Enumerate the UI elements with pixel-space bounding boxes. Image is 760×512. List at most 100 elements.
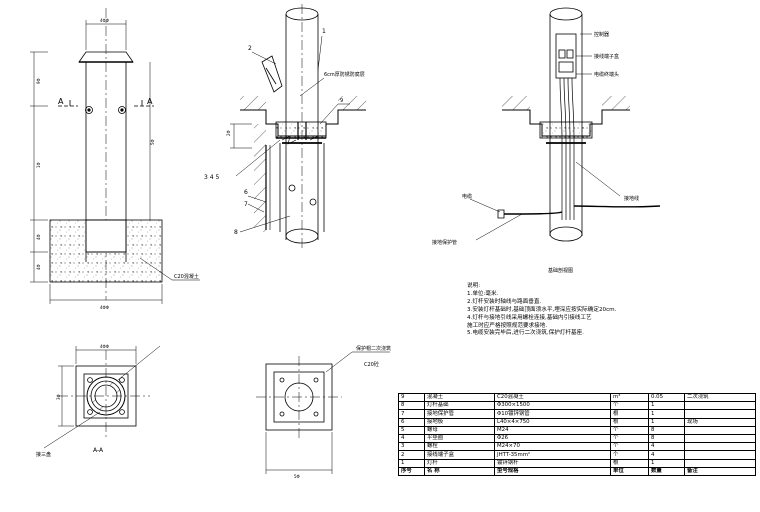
cell-remark	[684, 442, 756, 452]
concrete-label: C20混凝土	[174, 273, 199, 280]
section-mark-left: A	[58, 97, 64, 106]
dim-top-width: 4ΦΦ	[100, 18, 109, 23]
note-item: 1.单位:毫米.	[467, 290, 499, 297]
cell-unit: 个	[610, 433, 649, 444]
cell-no: 1	[398, 458, 425, 468]
cell-remark	[684, 450, 756, 460]
cap-dim-bottom: 5Φ	[294, 474, 300, 479]
plan-dim-top: 4ΦΦ	[100, 344, 109, 349]
cable-section-view	[469, 7, 661, 242]
cell-remark	[684, 401, 756, 411]
notes-title: 说明:	[467, 283, 481, 289]
cell-qty: 0.05	[648, 392, 685, 403]
cell-unit: 个	[610, 401, 649, 411]
cell-no: 2	[398, 450, 425, 460]
section-mark-right: A	[147, 97, 153, 106]
cell-spec: JHTT-35mm²	[494, 450, 611, 460]
callout-345: 3 4 5	[204, 174, 219, 181]
cell-unit: 个	[610, 450, 649, 460]
pole-elevation-text: 4ΦΦ 9Φ 1Φ 4Φ 4Φ 4ΦΦ 5Φ A A C20混凝土	[36, 18, 199, 310]
cell-unit: 个	[610, 425, 649, 435]
callout-1: 1	[322, 28, 326, 35]
plan-view-aa-text: 4ΦΦ 3Φ 接三盘 A-A	[36, 344, 109, 458]
bolt-hole-left	[85, 106, 93, 114]
foundation-section-view	[230, 4, 366, 250]
cable-section-text: 控制器 接线端子盒 电缆终端头 电缆 接地线 接地保护管 基础剖视图	[432, 31, 639, 274]
label-cable-end: 电缆终端头	[594, 71, 619, 78]
header-name: 名 称	[424, 466, 495, 476]
header-qty: 数量	[648, 466, 685, 476]
label-cable: 电缆	[462, 193, 472, 200]
cap-label-2: C20砼	[364, 361, 379, 368]
cap-plan-view-text: 保护帽二次浇筑 C20砼 5Φ	[294, 345, 391, 479]
top-note: 6cm厚防锈防腐层	[324, 71, 365, 78]
label-protection-pipe: 接地保护管	[432, 239, 457, 246]
cell-qty: 8	[648, 425, 685, 435]
note-item: 5.电缆安装完毕后,进行二次浇筑,保护灯杆基座.	[467, 330, 584, 337]
note-item: 3.安装灯杆基础时,基础顶面须水平,埋深应按实际确定20cm.	[467, 306, 617, 313]
callout-7: 7	[244, 201, 248, 208]
cell-unit: 根	[610, 409, 649, 419]
table-header-row: 序号名 称型号规格单位数量备注	[398, 466, 756, 476]
cap-plan-view	[256, 351, 390, 474]
cell-qty: 1	[648, 458, 685, 468]
cell-remark	[684, 425, 756, 435]
cell-remark	[684, 458, 756, 468]
header-unit: 单位	[610, 466, 649, 476]
cell-qty: 8	[648, 433, 685, 444]
cell-no: 8	[398, 401, 425, 411]
cell-name: 混凝土	[424, 392, 495, 403]
dim-4: 4Φ	[36, 264, 41, 270]
dim-bottom-width: 4ΦΦ	[100, 305, 109, 310]
bolt-hole-right	[118, 106, 126, 114]
cell-remark: 现场	[684, 417, 756, 427]
note-item: 施工时应严格按照规范要求接地.	[467, 322, 548, 329]
dim-3: 4Φ	[36, 234, 41, 240]
cell-no: 7	[398, 409, 425, 419]
cell-spec: C20混凝土	[494, 392, 611, 403]
label-terminal: 接线端子盒	[594, 53, 619, 60]
cell-no: 4	[398, 433, 425, 444]
cell-remark	[684, 409, 756, 419]
plan-view-aa	[43, 345, 161, 449]
header-remark: 备注	[684, 466, 756, 476]
label-ground-wire: 接地线	[624, 195, 639, 202]
note-item: 4.灯杆与接地引线采用螺栓连接,基础内引接线工艺	[467, 314, 592, 321]
cell-name: 灯杆	[424, 458, 495, 468]
cell-spec: L40×4×750	[494, 417, 611, 427]
dim-2: 1Φ	[36, 162, 41, 168]
plan-dim-side: 3Φ	[56, 394, 61, 400]
cell-name: 平垫圈	[424, 433, 495, 444]
cell-unit: 根	[610, 417, 649, 427]
pole-elevation-view	[30, 8, 200, 304]
cell-unit: m³	[610, 392, 649, 403]
header-no: 序号	[398, 466, 425, 476]
callout-9: 9	[340, 98, 343, 104]
dim-a: 2Φ	[226, 130, 231, 136]
dim-1: 9Φ	[36, 78, 41, 84]
cap-label-1: 保护帽二次浇筑	[356, 345, 391, 352]
cell-qty: 4	[648, 450, 685, 460]
cell-spec: Φ10镀锌钢管	[494, 409, 611, 419]
cell-spec: 镀锌钢杆	[494, 458, 611, 468]
cell-remark	[684, 433, 756, 444]
dim-inner: 5Φ	[150, 139, 155, 145]
cell-spec: Φ26	[494, 433, 611, 444]
cell-qty: 1	[648, 401, 685, 411]
cell-unit: 根	[610, 458, 649, 468]
cell-name: 螺母	[424, 425, 495, 435]
design-notes: 说明: 1.单位:毫米. 2.灯杆安装时轴线与路面垂直. 3.安装灯杆基础时,基…	[467, 283, 677, 338]
cell-spec: M24×70	[494, 442, 611, 452]
foundation-section-text: 1 2 6cm厚防锈防腐层 9 3 4 5 6 7 8 2Φ	[204, 28, 365, 236]
cell-qty: 1	[648, 409, 685, 419]
